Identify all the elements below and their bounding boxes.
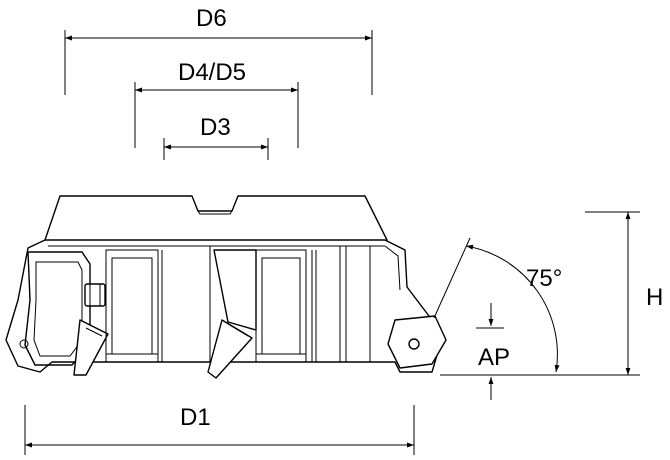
dimension-d3: D3 xyxy=(163,114,269,160)
dimension-ap: AP xyxy=(476,303,510,400)
h-label: H xyxy=(646,284,663,311)
d6-label: D6 xyxy=(196,5,227,32)
dimension-d6: D6 xyxy=(64,5,373,95)
d1-label: D1 xyxy=(180,404,211,431)
ap-label: AP xyxy=(478,344,510,371)
d4-d5-label: D4/D5 xyxy=(178,59,246,86)
dimension-h: H xyxy=(556,211,663,376)
dimension-d4-d5: D4/D5 xyxy=(134,59,299,148)
cutter-body xyxy=(5,195,441,379)
d3-label: D3 xyxy=(200,114,231,141)
angle-construction: 75° xyxy=(433,237,562,376)
insert-right xyxy=(387,315,447,369)
dimension-d1: D1 xyxy=(24,404,415,455)
angle-label: 75° xyxy=(526,265,562,292)
